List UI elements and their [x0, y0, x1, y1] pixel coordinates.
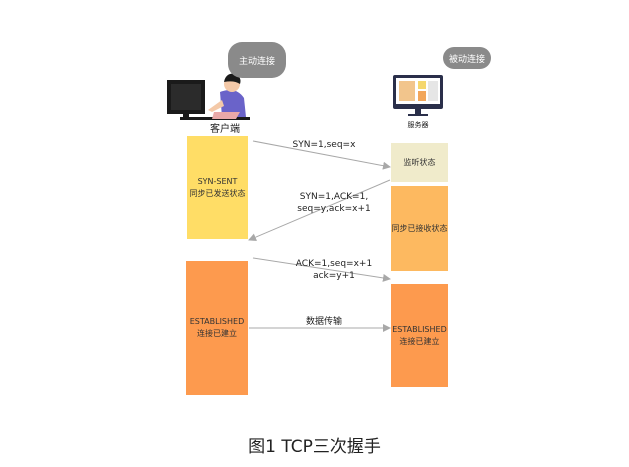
- server-label: 服务器: [407, 121, 429, 129]
- client-established-line2: 连接已建立: [197, 329, 237, 338]
- server-established-line2: 连接已建立: [399, 336, 440, 346]
- msg-ack-line2: ack=y+1: [313, 271, 355, 281]
- msg-syn-label: SYN=1,seq=x: [292, 140, 356, 150]
- msg-ack-line1: ACK=1,seq=x+1: [295, 259, 373, 269]
- server-listen-box: 监听状态: [391, 143, 448, 182]
- msg-data-transfer-label: 数据传输: [305, 317, 342, 327]
- client-syn-sent-box: SYN-SENT 同步已发送状态: [187, 136, 248, 239]
- arrow-ack: [252, 257, 391, 282]
- server-syn-rcvd-label: 同步已接收状态: [391, 223, 448, 233]
- server-syn-rcvd-box: 同步已接收状态: [391, 186, 448, 271]
- msg-syn-ack-line2: seq=y,ack=x+1: [297, 204, 371, 214]
- client-label: 客户端: [210, 124, 240, 135]
- client-established-line1: ESTABLISHED: [189, 317, 245, 326]
- arrow-syn: [252, 140, 391, 170]
- server-listen-label: 监听状态: [403, 157, 436, 167]
- arrow-syn-ack: [248, 179, 391, 241]
- client-established-box: ESTABLISHED 连接已建立: [186, 261, 248, 395]
- server-bubble: 被动连接: [443, 47, 491, 69]
- figure-caption: 图1 TCP三次握手: [248, 437, 381, 457]
- client-syn-sent-line1: SYN-SENT: [197, 176, 238, 186]
- server-established-line1: ESTABLISHED: [392, 324, 447, 334]
- msg-syn-ack-line1: SYN=1,ACK=1,: [299, 192, 369, 202]
- client-syn-sent-line2: 同步已发送状态: [189, 188, 246, 198]
- client-bubble: 主动连接: [228, 42, 286, 78]
- server-established-box: ESTABLISHED 连接已建立: [391, 284, 448, 387]
